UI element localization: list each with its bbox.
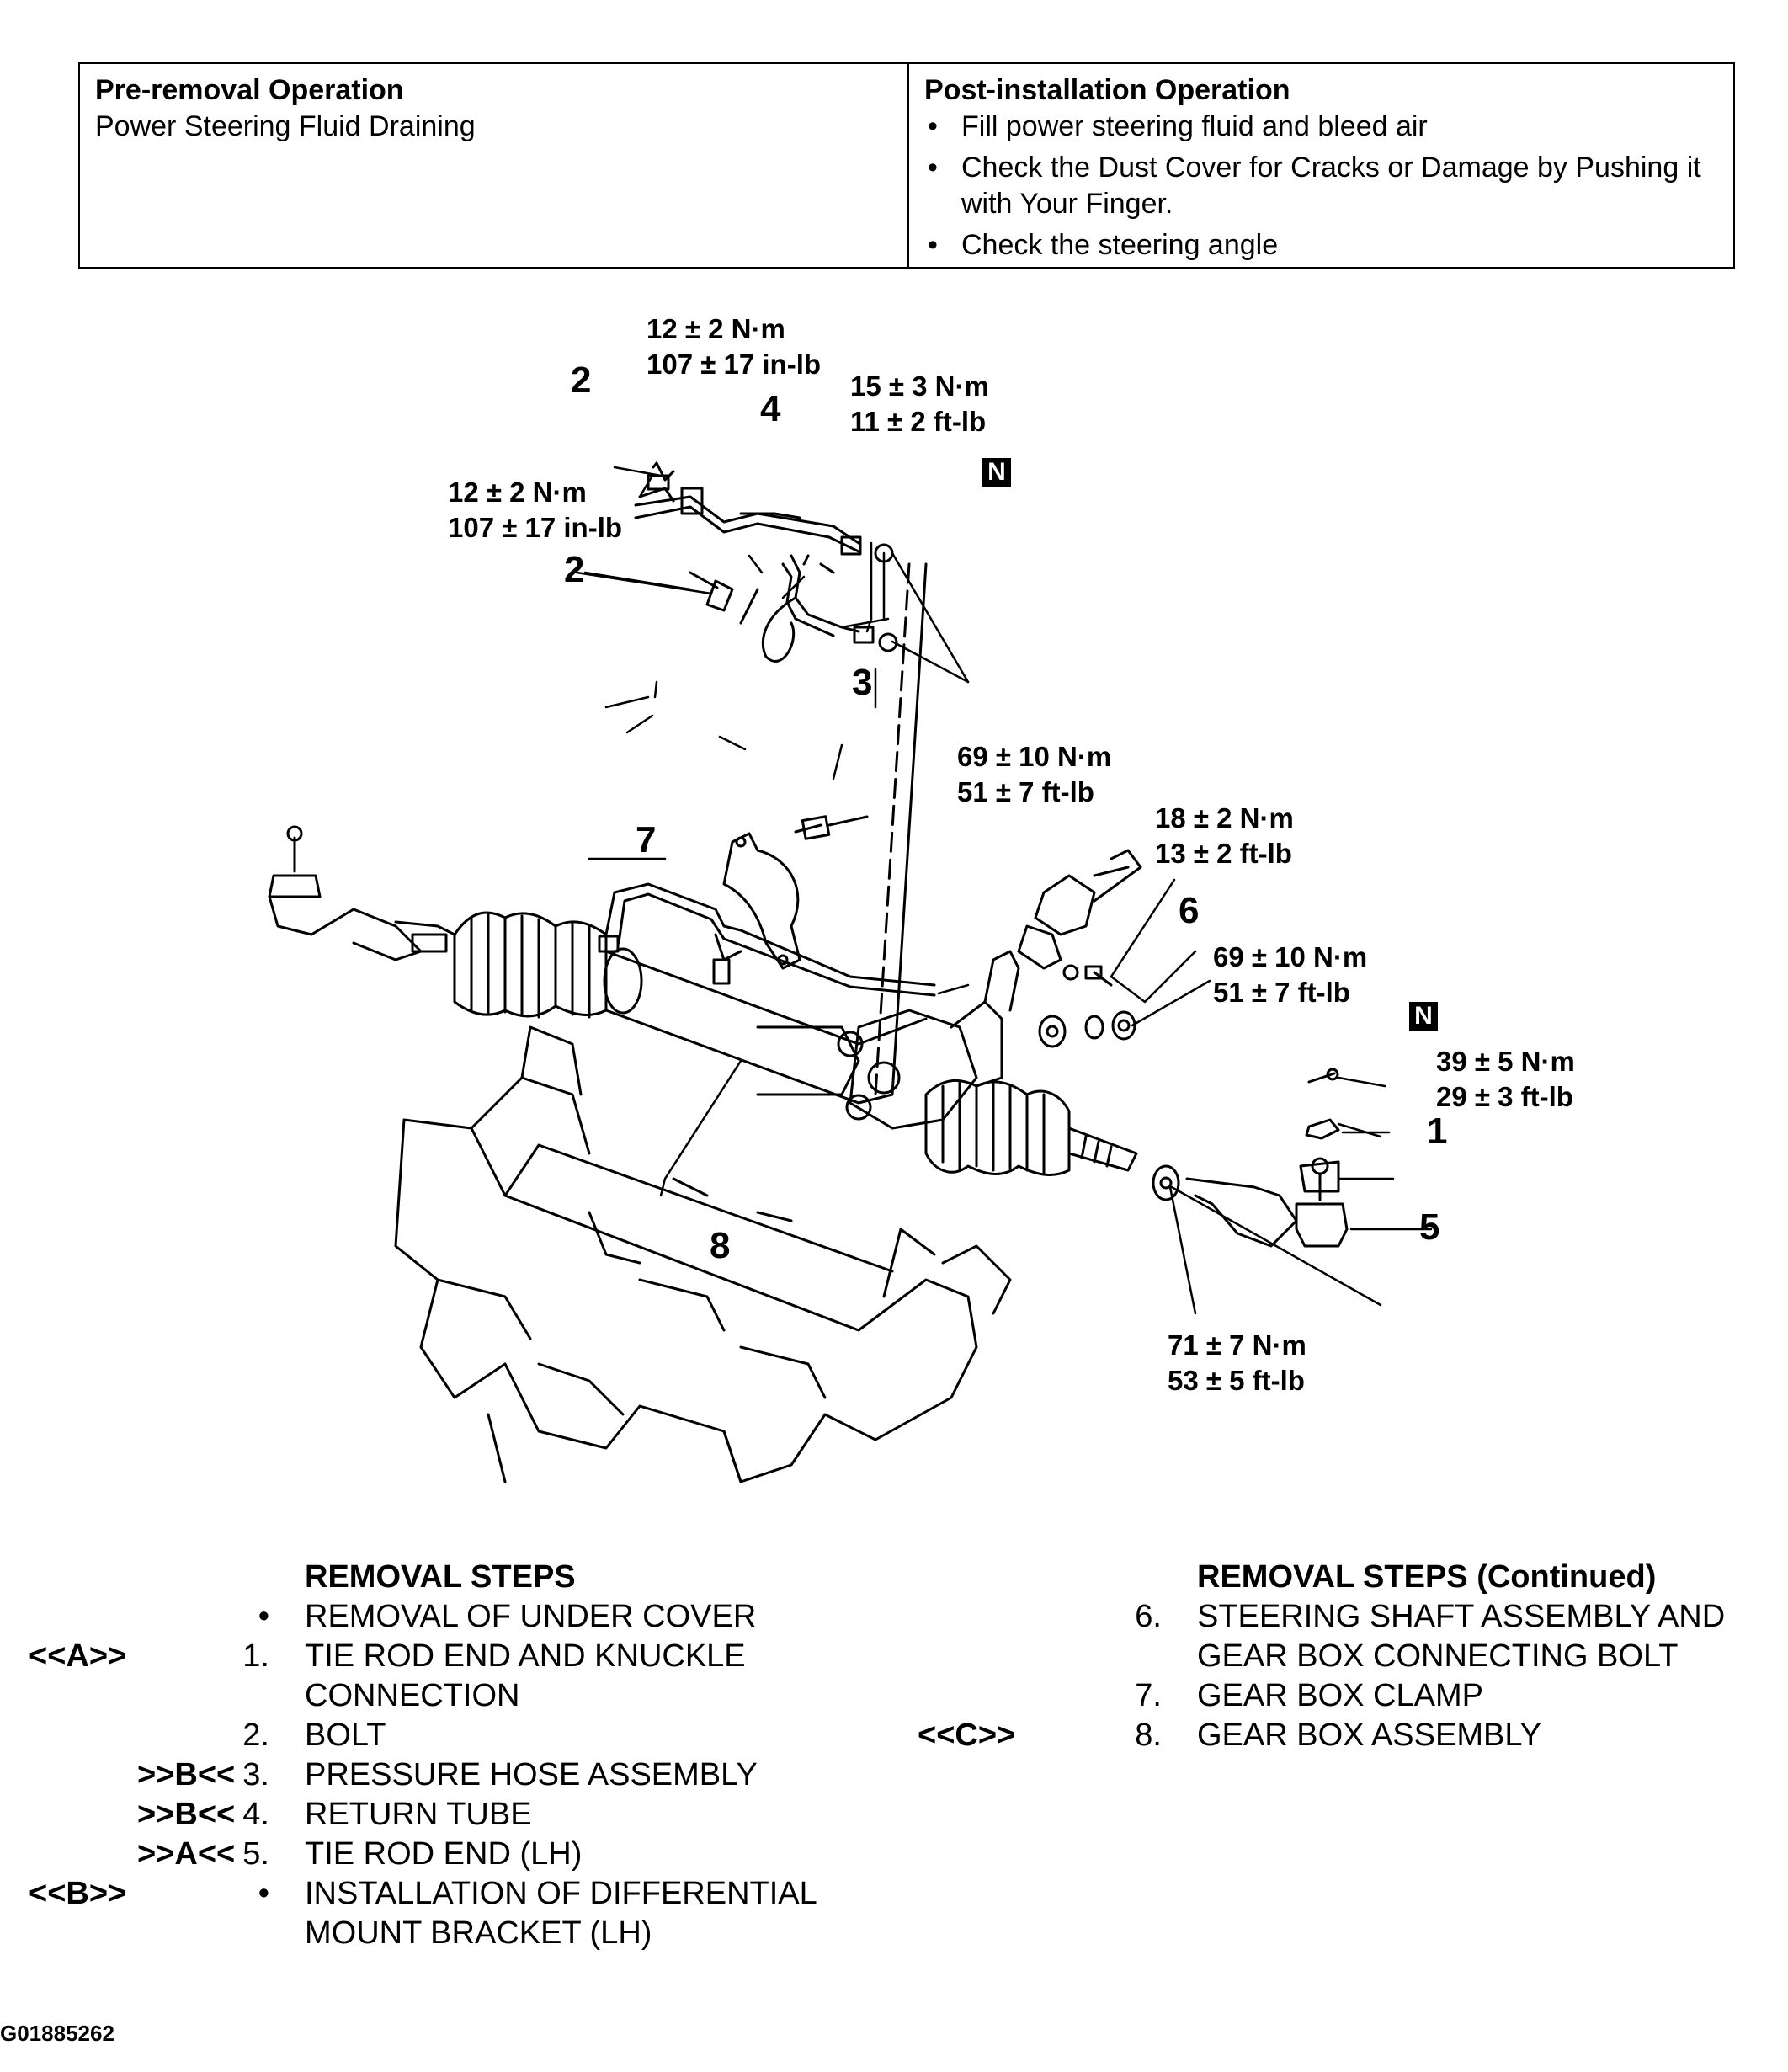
steering-shaft-joint-drawing	[1017, 849, 1142, 987]
removal-steps-continued-title: REMOVAL STEPS (Continued)	[1197, 1559, 1657, 1595]
washers-drawing	[1038, 1010, 1136, 1048]
post-installation-cell: Post-installation Operation Fill power s…	[909, 64, 1733, 267]
post-installation-title: Post-installation Operation	[924, 74, 1290, 106]
step-item: • REMOVAL OF UNDER COVER	[258, 1599, 757, 1634]
callout-2-lower: 2	[564, 549, 585, 590]
gear-box-clamp-drawing	[722, 832, 801, 970]
n-marker-upper: N	[982, 458, 1011, 487]
post-installation-item: Check the steering angle	[924, 227, 1718, 264]
post-installation-item: Fill power steering fluid and bleed air	[924, 109, 1718, 145]
removal-steps-left: REMOVAL STEPS • REMOVAL OF UNDER COVER <…	[0, 1558, 875, 1953]
post-installation-item: Check the Dust Cover for Cracks or Damag…	[924, 150, 1718, 222]
step-item: >>B<< 4. RETURN TUBE	[137, 1797, 532, 1832]
removal-steps-right: REMOVAL STEPS (Continued) 6. STEERING SH…	[892, 1558, 1788, 1755]
leader-lines	[575, 466, 1433, 1315]
callout-2-upper: 2	[571, 360, 592, 401]
step-item: 2. BOLT	[242, 1718, 386, 1753]
callout-8: 8	[710, 1225, 731, 1266]
step-item: <<B>> • INSTALLATION OF DIFFERENTIAL MOU…	[29, 1876, 817, 1951]
hose-and-tube-drawing	[634, 461, 928, 1096]
callout-7: 7	[636, 819, 657, 860]
cotter-pin-and-nut-drawing	[1299, 1068, 1340, 1193]
operations-table: Pre-removal Operation Power Steering Flu…	[78, 62, 1735, 269]
n-marker-lower: N	[1409, 1002, 1438, 1031]
crossmember-drawing	[394, 1025, 1012, 1483]
callout-1: 1	[1427, 1111, 1448, 1152]
step-item: >>B<< 3. PRESSURE HOSE ASSEMBLY	[137, 1757, 758, 1792]
pre-removal-cell: Pre-removal Operation Power Steering Flu…	[80, 64, 909, 267]
callout-3: 3	[852, 662, 873, 703]
callout-6: 6	[1179, 890, 1200, 931]
tie-rod-end-left-drawing	[268, 825, 423, 961]
exploded-view-drawing	[268, 461, 1433, 1483]
removal-steps-title: REMOVAL STEPS	[305, 1559, 576, 1595]
rack-housing-drawing	[394, 911, 1138, 1176]
pre-removal-item: Power Steering Fluid Draining	[95, 110, 476, 142]
step-item: <<A>> 1. TIE ROD END AND KNUCKLE CONNECT…	[29, 1638, 746, 1713]
tie-rod-end-right-drawing	[1152, 1157, 1349, 1248]
clamp-bolt-drawing	[794, 815, 869, 840]
step-item: 6. STEERING SHAFT ASSEMBLY AND GEAR BOX …	[1135, 1599, 1726, 1674]
callout-4: 4	[760, 388, 781, 429]
step-item: 7. GEAR BOX CLAMP	[1135, 1678, 1483, 1713]
post-installation-list: Fill power steering fluid and bleed air …	[924, 109, 1718, 264]
pre-removal-title: Pre-removal Operation	[95, 74, 404, 106]
rack-pipes-drawing	[598, 882, 936, 997]
step-item: >>A<< 5. TIE ROD END (LH)	[137, 1836, 583, 1872]
figure-id: G01885262	[0, 2021, 114, 2046]
step-item: <<C>> 8. GEAR BOX ASSEMBLY	[918, 1718, 1542, 1753]
callout-5: 5	[1419, 1206, 1440, 1248]
